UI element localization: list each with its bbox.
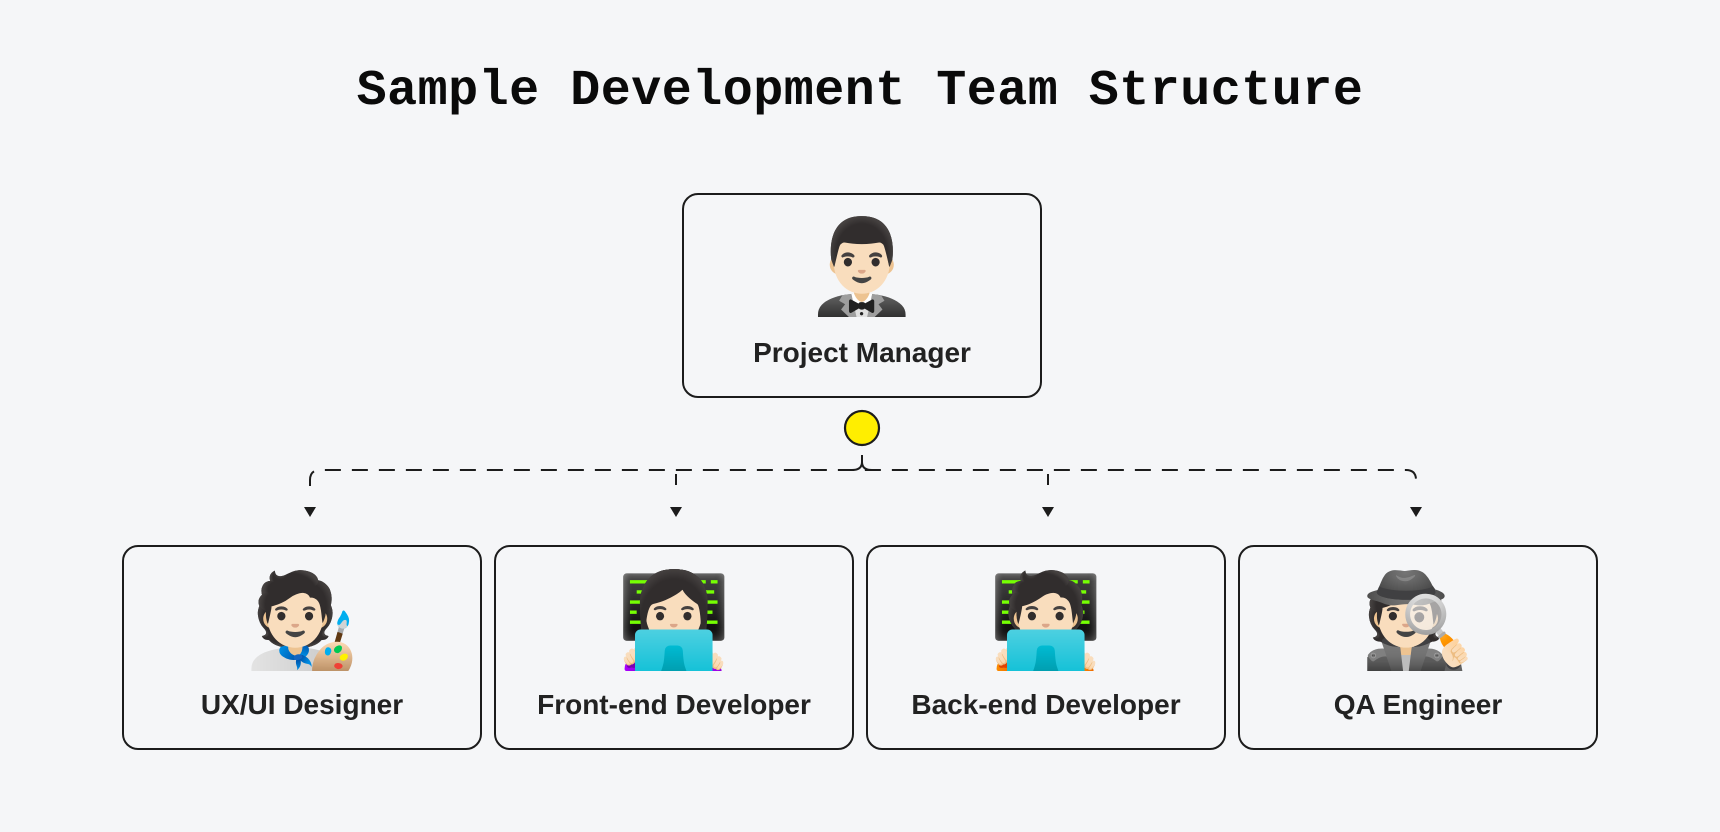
detective-icon: 🕵🏻: [1360, 567, 1476, 674]
node-back-end-developer[interactable]: 🧑🏻‍💻 Back-end Developer: [866, 545, 1226, 750]
node-label: Back-end Developer: [911, 689, 1181, 720]
node-qa-engineer[interactable]: 🕵🏻 QA Engineer: [1238, 545, 1598, 750]
woman-technologist-icon: 👩🏻‍💻: [616, 567, 732, 674]
junction-stem: [851, 455, 873, 471]
node-ux-ui-designer[interactable]: 🧑🏻‍🎨 UX/UI Designer: [122, 545, 482, 750]
junction-circle-icon: [843, 409, 881, 447]
node-label: UX/UI Designer: [200, 689, 404, 720]
arrow-down-icon: [304, 507, 316, 517]
node-label: QA Engineer: [1333, 689, 1503, 720]
arrow-down-icon: [670, 507, 682, 517]
node-label: Project Manager: [753, 337, 971, 368]
artist-icon: 🧑🏻‍🎨: [244, 567, 360, 674]
dashed-bus-line: [309, 469, 1417, 486]
node-front-end-developer[interactable]: 👩🏻‍💻 Front-end Developer: [494, 545, 854, 750]
diagram-title: Sample Development Team Structure: [356, 63, 1364, 120]
man-in-tuxedo-icon: 🤵🏻‍♂️: [804, 213, 920, 320]
arrow-down-icon: [1042, 507, 1054, 517]
arrow-down-icon: [1410, 507, 1422, 517]
node-label: Front-end Developer: [537, 689, 811, 720]
technologist-icon: 🧑🏻‍💻: [988, 567, 1104, 674]
node-project-manager[interactable]: 🤵🏻‍♂️ Project Manager: [682, 193, 1042, 398]
